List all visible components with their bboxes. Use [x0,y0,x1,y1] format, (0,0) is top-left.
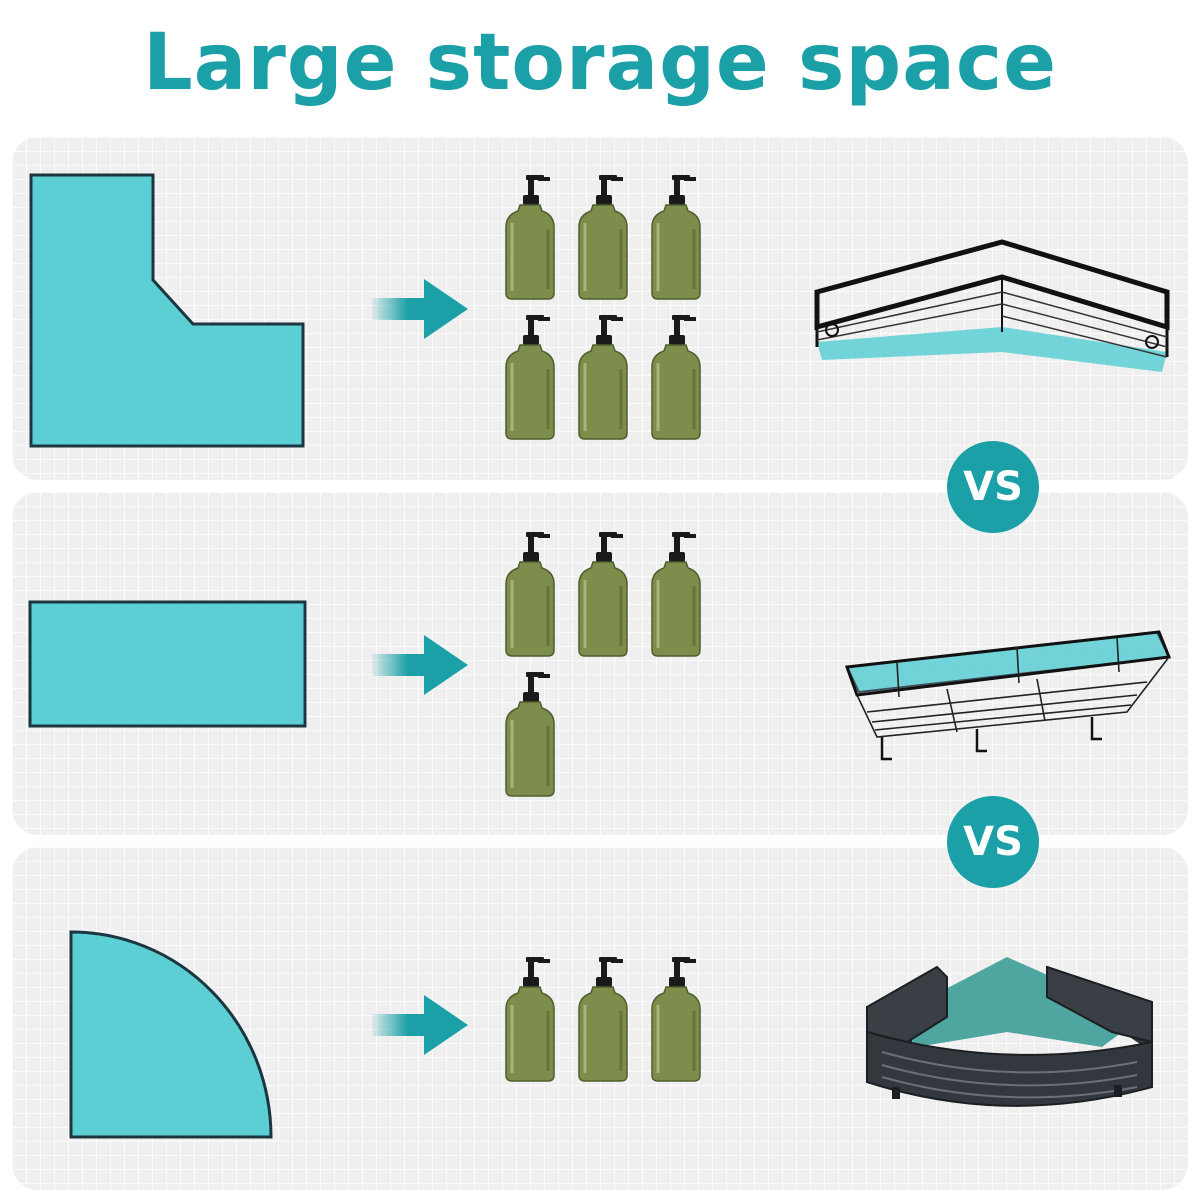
vs-badge: VS [947,796,1039,888]
comparison-panel-quarter-circle [12,847,1188,1190]
bottle-icon [577,173,629,305]
bottle-icon [650,313,702,445]
vs-badge: VS [947,441,1039,533]
comparison-panel-l-shape [12,137,1188,480]
corner-basket-shelf-icon [866,957,1153,1107]
bottle-icon [650,955,702,1087]
bottle-icon [650,530,702,662]
rectangle-shape-icon [28,600,307,728]
bottle-icon [504,530,556,662]
rectangular-wire-shelf-icon [844,630,1172,761]
l-corner-wire-shelf-icon [814,239,1170,372]
bottle-icon [577,955,629,1087]
page-title: Large storage space [142,18,1058,108]
arrow-right-icon [372,635,468,695]
bottle-icon [504,670,556,802]
bottle-icon [650,173,702,305]
arrow-right-icon [372,995,468,1055]
comparison-panel-rectangle [12,492,1188,835]
bottle-icon [504,173,556,305]
arrow-right-icon [372,279,468,339]
bottle-icon [577,313,629,445]
l-shape-icon [29,173,305,448]
quarter-circle-shape-icon [69,930,273,1139]
bottle-icon [504,955,556,1087]
bottle-icon [504,313,556,445]
bottle-icon [577,530,629,662]
